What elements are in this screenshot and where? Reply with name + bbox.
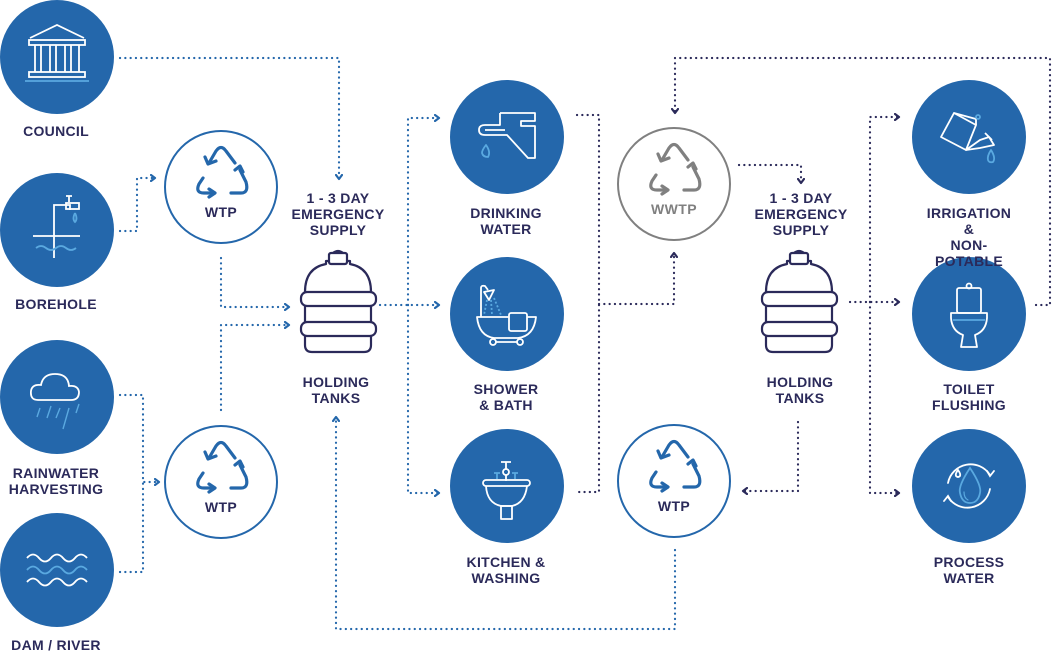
use-drinking-water: [450, 80, 564, 194]
label-process-water: PROCESS WATER: [933, 554, 1005, 586]
label-emergency-supply-nonpotable: 1 - 3 DAY EMERGENCY SUPPLY: [754, 190, 848, 238]
faucet-icon: [478, 112, 536, 159]
label-wtp-bottom: WTP: [204, 499, 238, 515]
bathtub-shower-icon: [476, 284, 537, 346]
holding-tank-potable: [299, 249, 378, 354]
label-wtp-return: WTP: [657, 498, 691, 514]
watering-can-icon: [940, 112, 996, 164]
label-rainwater: RAINWATER HARVESTING: [8, 465, 104, 497]
recycle-icon: [649, 142, 702, 196]
use-shower-bath: [450, 257, 564, 371]
wtp-top: [164, 130, 278, 244]
use-kitchen-washing: [450, 429, 564, 543]
label-dam-river: DAM / RIVER: [11, 637, 101, 653]
label-toilet-flushing: TOILET FLUSHING: [932, 381, 1006, 413]
use-toilet-flushing: [912, 257, 1026, 371]
connector-rainwater-to-wtp: [118, 393, 158, 482]
use-process-water: [912, 429, 1026, 543]
label-emergency-supply-potable: 1 - 3 DAY EMERGENCY SUPPLY: [291, 190, 385, 238]
source-borehole: [0, 173, 114, 287]
water-cycle-icon: [943, 463, 995, 509]
connector-borehole-to-wtp: [118, 178, 154, 233]
label-council: COUNCIL: [23, 123, 89, 139]
water-waves-icon: [26, 553, 88, 587]
wwtp: [617, 127, 731, 241]
label-kitchen-washing: KITCHEN & WASHING: [466, 554, 546, 586]
wtp-bottom: [164, 425, 278, 539]
connector-dam-to-wtp: [118, 480, 145, 574]
label-holding-tanks-nonpotable: HOLDING TANKS: [766, 374, 834, 406]
recycle-icon: [196, 145, 249, 199]
label-shower-bath: SHOWER & BATH: [473, 381, 539, 413]
holding-tank-nonpotable: [760, 249, 839, 354]
recycle-icon: [196, 440, 249, 494]
water-jug-icon: [299, 249, 378, 354]
source-dam-river: [0, 513, 114, 627]
connector-tanks2-to-irrigation: [868, 117, 898, 304]
label-drinking-water: DRINKING WATER: [470, 205, 542, 237]
recycle-icon: [649, 439, 702, 493]
connector-tanks-to-drinking: [406, 118, 438, 307]
borehole-tap-icon: [33, 195, 80, 258]
sink-icon: [482, 461, 531, 520]
building-columns-icon: [25, 24, 89, 82]
connector-drinking-to-wwtp: [575, 113, 601, 494]
source-council: [0, 0, 114, 114]
label-irrigation: IRRIGATION & NON-POTABLE: [926, 205, 1012, 269]
rain-cloud-icon: [29, 373, 80, 430]
connector-tanks2-to-process: [868, 300, 898, 493]
wtp-return: [617, 424, 731, 538]
connector-wtp-top-to-tanks: [219, 256, 288, 307]
connector-wwtp-to-tanks2: [737, 163, 801, 182]
connector-tanks2-to-wtp-return: [744, 420, 800, 491]
toilet-icon: [950, 282, 988, 348]
use-irrigation: [912, 80, 1026, 194]
connector-tanks-to-kitchen: [406, 303, 438, 493]
connector-wtp-return-to-tanks: [336, 418, 677, 631]
label-wtp-top: WTP: [204, 204, 238, 220]
label-holding-tanks-potable: HOLDING TANKS: [302, 374, 370, 406]
label-borehole: BOREHOLE: [15, 296, 97, 312]
connector-wtp-bottom-to-tanks: [219, 325, 288, 412]
source-rainwater: [0, 340, 114, 454]
connector-shower-to-wwtp: [597, 254, 674, 306]
label-wwtp: WWTP: [651, 201, 697, 217]
water-jug-icon: [760, 249, 839, 354]
